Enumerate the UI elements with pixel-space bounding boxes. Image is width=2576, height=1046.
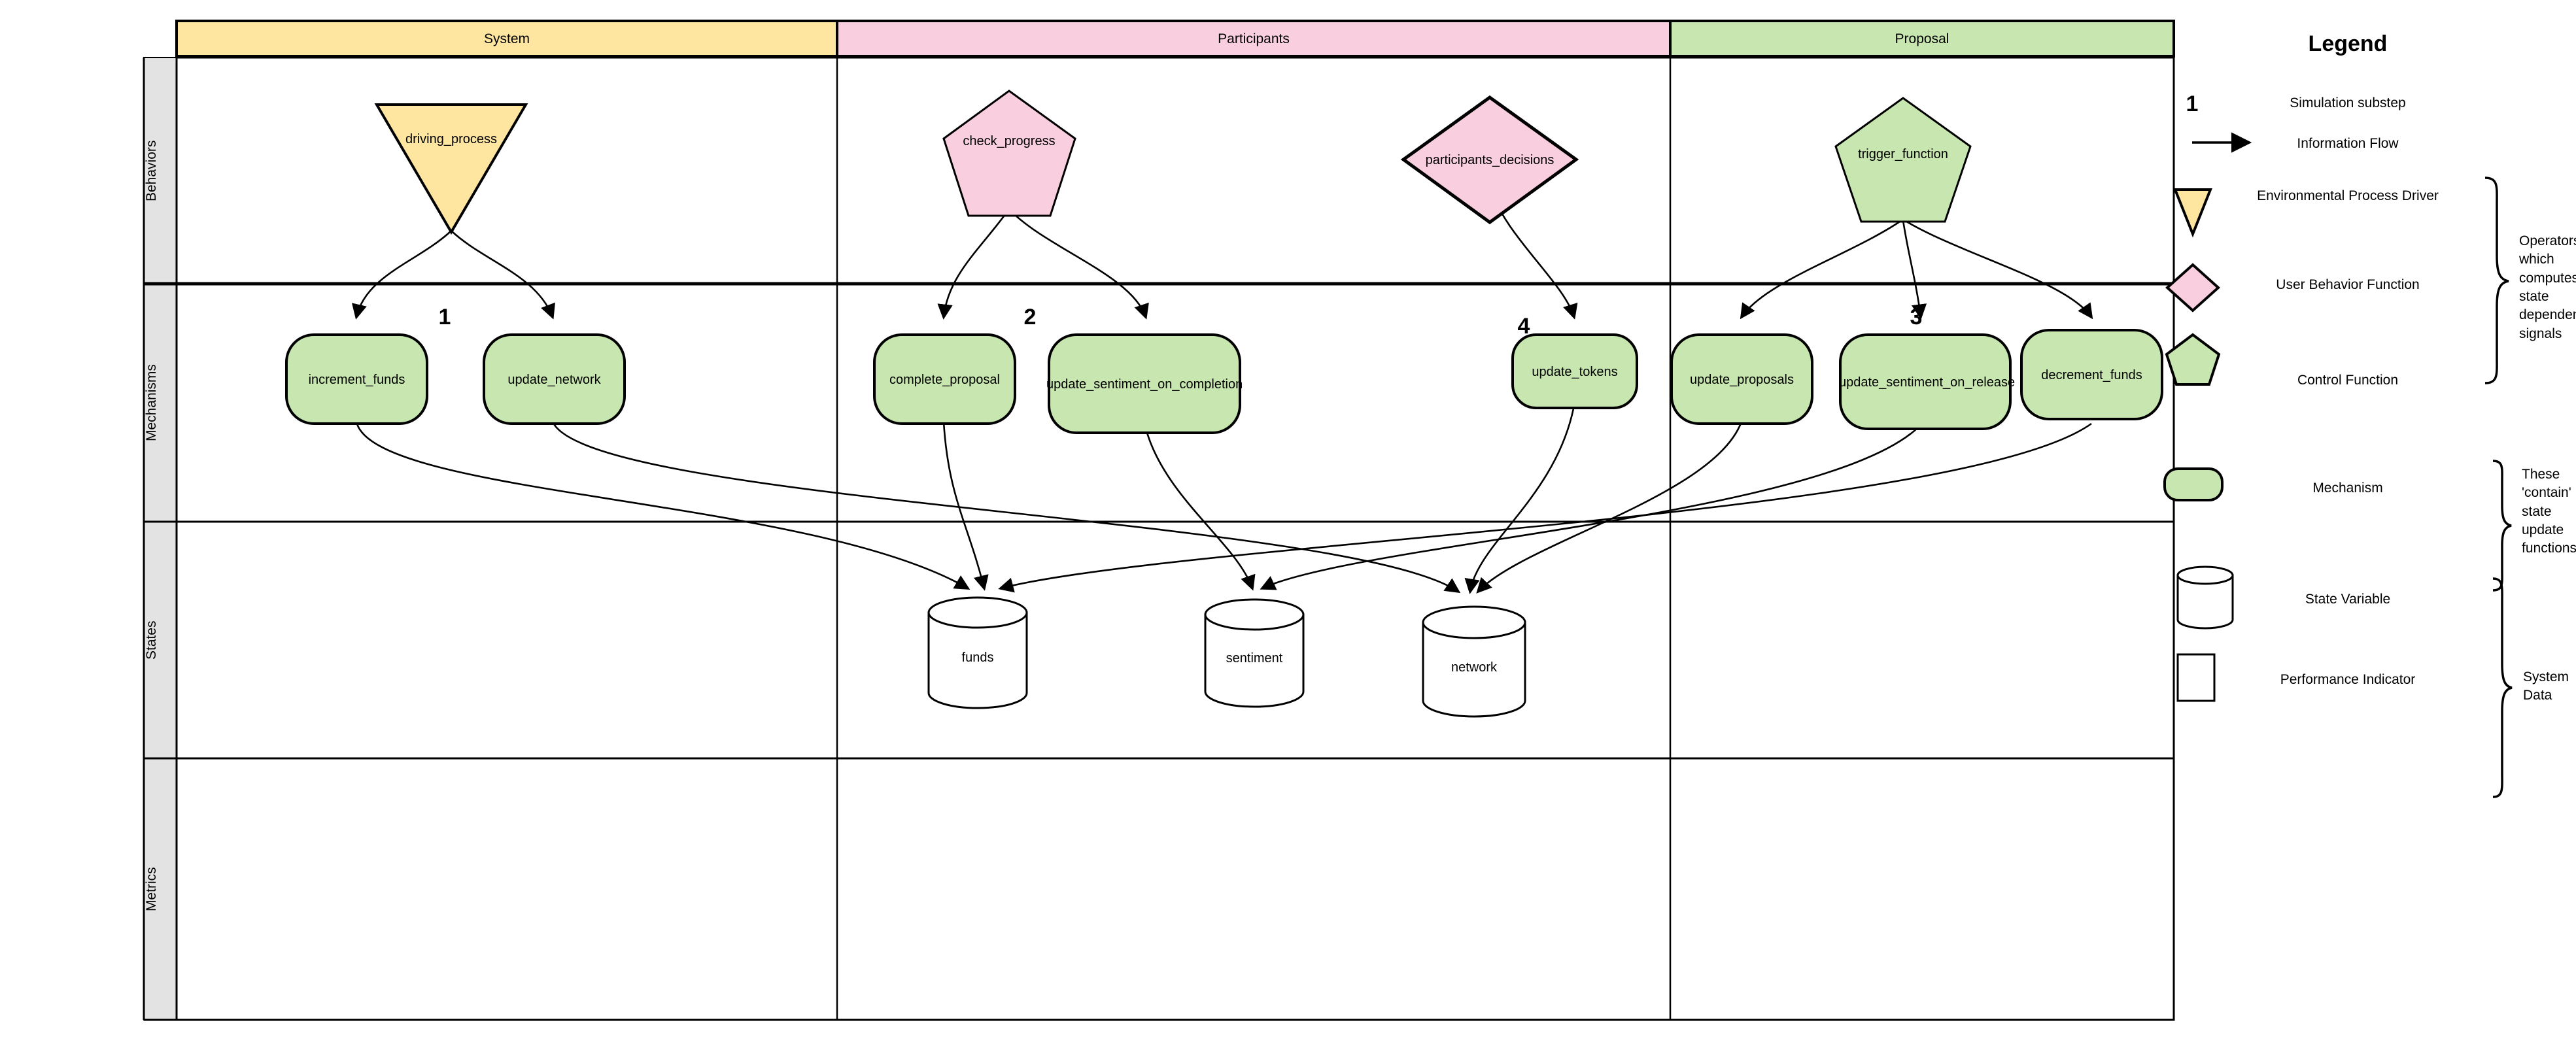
edge-increment-funds-to-funds bbox=[355, 421, 970, 590]
edge-complete-proposal-to-funds bbox=[942, 421, 989, 591]
legend-brace-system-data bbox=[2492, 577, 2513, 798]
legend-diamond-icon bbox=[2165, 263, 2220, 312]
state-node-funds[interactable] bbox=[927, 596, 1028, 709]
behavior-node-trigger_function[interactable] bbox=[1834, 97, 1972, 223]
edge-update-proposals-to-network bbox=[1476, 421, 1743, 594]
edge-decrement-funds-to-funds bbox=[998, 422, 2092, 593]
legend-rounded-rect-icon bbox=[2163, 467, 2224, 501]
mechanism-node-update_tokens[interactable] bbox=[1511, 333, 1638, 409]
edge-driving-to-increment-funds bbox=[352, 230, 452, 320]
behavior-node-participants_decisions[interactable] bbox=[1400, 95, 1579, 225]
behavior-node-check_progress[interactable] bbox=[942, 90, 1076, 217]
edge-check-progress-to-update-sentiment-completion bbox=[1008, 209, 1149, 320]
state-node-sentiment[interactable] bbox=[1204, 598, 1305, 708]
edge-trigger-to-decrement-funds bbox=[1904, 219, 2093, 320]
edge-check-progress-to-complete-proposal bbox=[937, 209, 1010, 320]
mechanism-node-increment_funds[interactable] bbox=[285, 333, 428, 425]
column-header-proposal bbox=[1669, 20, 2175, 58]
state-node-network[interactable] bbox=[1422, 605, 1526, 718]
legend-cylinder-icon bbox=[2176, 565, 2234, 630]
mechanism-node-update_proposals[interactable] bbox=[1670, 333, 1813, 425]
mechanism-node-decrement_funds[interactable] bbox=[2020, 329, 2163, 420]
grid-body bbox=[175, 56, 2175, 1021]
edge-update-network-to-network bbox=[551, 421, 1461, 594]
legend-brace-mechanisms bbox=[2492, 460, 2512, 592]
legend-rect-icon bbox=[2176, 653, 2216, 702]
edge-update-sentiment-completion-to-sentiment bbox=[1144, 428, 1256, 591]
mechanism-node-update_sentiment_on_release[interactable] bbox=[1839, 333, 2012, 430]
legend-triangle-down-icon bbox=[2173, 188, 2212, 238]
edge-update-tokens-to-network bbox=[1464, 405, 1575, 594]
legend-pentagon-icon bbox=[2165, 333, 2221, 386]
column-header-system bbox=[175, 20, 838, 58]
behavior-node-driving_process[interactable] bbox=[374, 103, 528, 235]
edge-trigger-to-update-proposals bbox=[1740, 219, 1902, 320]
mechanism-node-complete_proposal[interactable] bbox=[873, 333, 1016, 425]
legend-brace-operators bbox=[2484, 177, 2509, 384]
edge-driving-to-update-network bbox=[451, 230, 555, 320]
edge-update-sentiment-release-to-sentiment bbox=[1260, 424, 1921, 590]
edge-trigger-to-update-sentiment-release bbox=[1902, 220, 1927, 320]
column-header-participants bbox=[836, 20, 1672, 58]
mechanism-node-update_network[interactable] bbox=[483, 333, 626, 425]
mechanism-node-update_sentiment_on_completion[interactable] bbox=[1048, 333, 1241, 434]
